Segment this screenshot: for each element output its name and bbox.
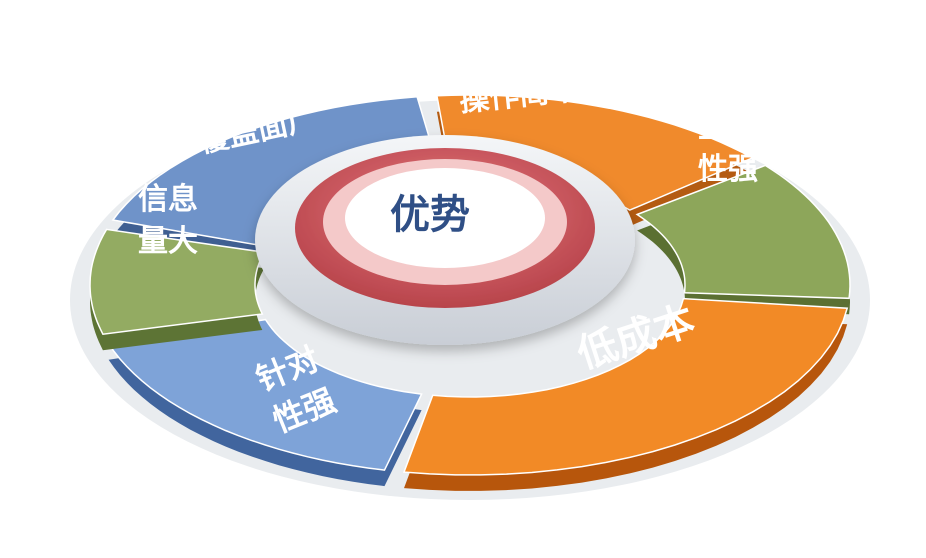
center-hub (255, 135, 635, 345)
segment-face (402, 297, 849, 476)
segment-label-line: 互动 (698, 110, 758, 145)
segment-information: 信息量大 (89, 182, 266, 351)
hub-disc (345, 168, 545, 268)
segment-label-line: 性强 (698, 152, 758, 187)
segment-targeted: 针对性强 (107, 318, 423, 487)
segment-interactive: 互动性强 (635, 110, 851, 315)
segment-lowcost: 低成本 (402, 297, 849, 491)
segment-face (107, 318, 423, 471)
segment-label-line: 量大 (138, 224, 198, 259)
segment-face (635, 164, 851, 300)
segment-label: 信息量大 (138, 182, 198, 259)
segment-easy: 操作简单 (436, 72, 755, 227)
center-label: 优势 (390, 192, 470, 238)
segment-label: 互动性强 (698, 110, 758, 187)
segment-label-line: 信息 (138, 182, 198, 217)
